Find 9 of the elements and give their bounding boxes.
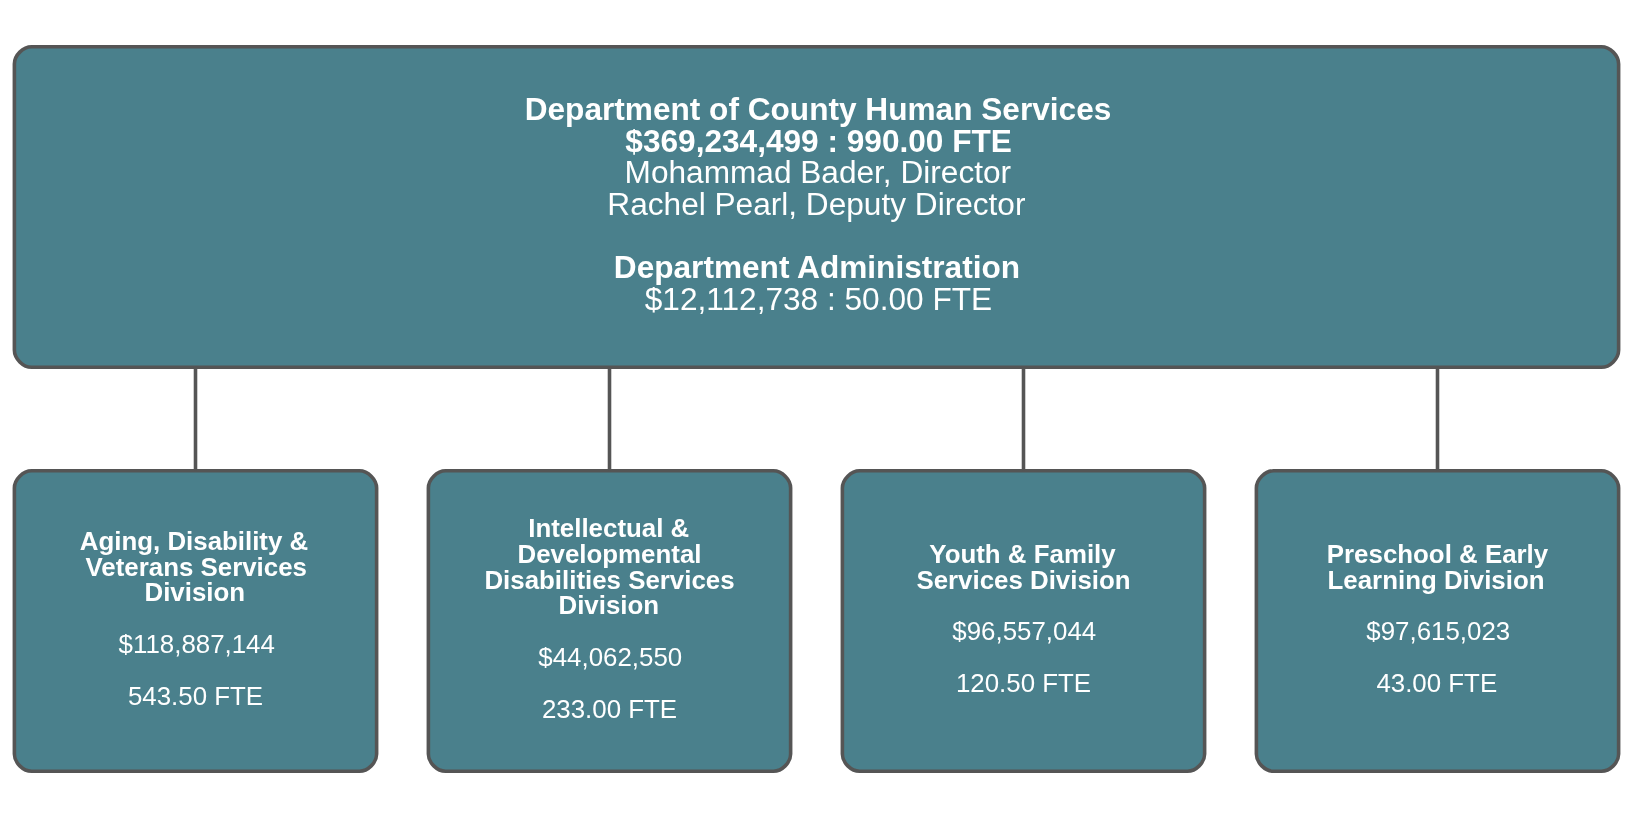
connector [1021,367,1026,471]
node-box: Aging, Disability & Veterans Services Division $118,887,144 543.50 FTE [12,468,379,773]
connector [1435,367,1440,471]
node-box: Youth & Family Services Division $96,557,044 120.50 FTE [840,468,1207,773]
node-box: Department of County Human Services $369,234,499 : 990.00 FTE Mohammad Bader, Director Rachel Pearl, Deputy Director Department Administration $12,112,738 : 50.00 FTE [12,44,1621,369]
node-box: Intellectual & Developmental Disabilities Services Division $44,062,550 233.00 FTE [426,468,793,773]
connector [193,367,198,471]
node-box: Preschool & Early Learning Division $97,615,023 43.00 FTE [1254,468,1621,773]
connector [607,367,612,471]
